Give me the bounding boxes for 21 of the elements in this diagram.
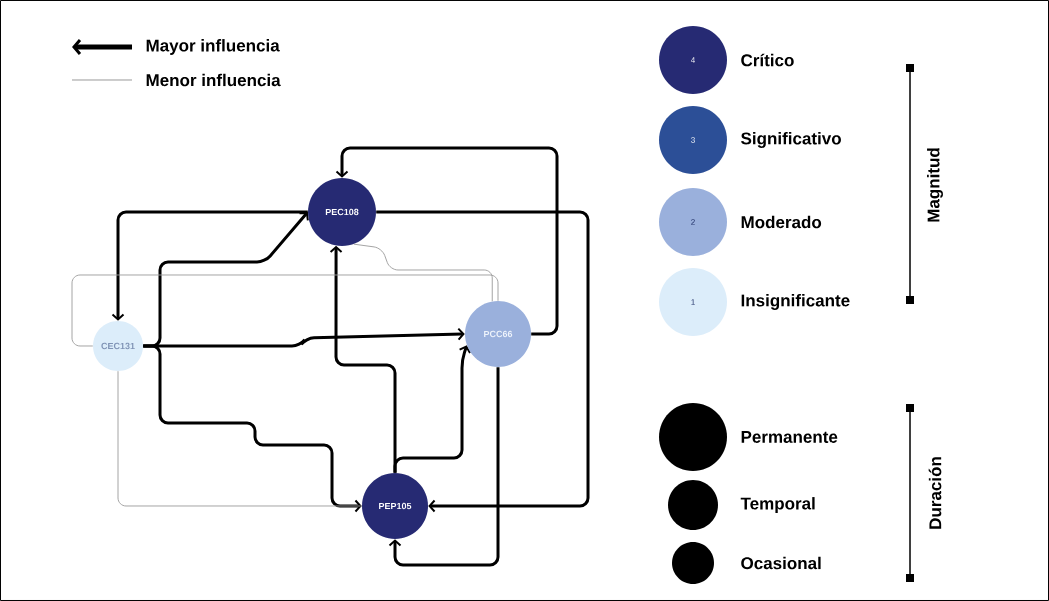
arrow	[143, 327, 465, 348]
scale-label: Duración	[928, 457, 942, 529]
arrow	[329, 245, 397, 473]
arrow	[335, 146, 559, 336]
legend-text: Ocasional	[741, 556, 821, 570]
arrow	[388, 367, 500, 567]
legend-text: Insignificante	[741, 294, 850, 310]
legend-text: Mayor influencia	[146, 39, 280, 55]
legend-text: Menor influencia	[146, 73, 281, 87]
swatch-number: 4	[690, 57, 695, 63]
legend-text: Significativo	[741, 132, 841, 148]
swatch-number: 3	[691, 137, 695, 143]
legend-text: Crítico	[741, 53, 794, 67]
swatch-number: 1	[691, 299, 695, 305]
legend-text: Temporal	[740, 497, 815, 513]
legend-text: Permanente	[741, 431, 838, 443]
scale-label: Magnitud	[927, 148, 943, 222]
arrow	[111, 210, 308, 321]
arrow	[376, 210, 590, 513]
legend-text: Moderado	[741, 215, 822, 229]
swatch-number: 2	[691, 219, 695, 225]
